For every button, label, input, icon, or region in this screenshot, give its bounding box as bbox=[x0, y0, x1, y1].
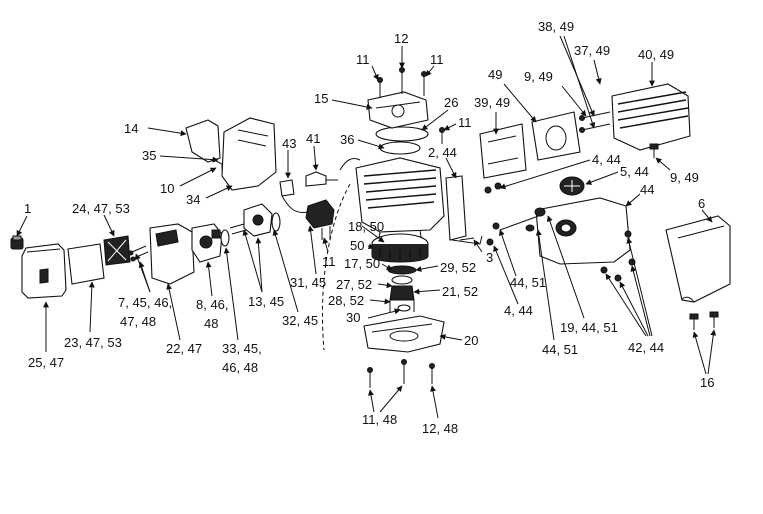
carb-gasket-part bbox=[220, 229, 230, 247]
callout-43: 43 bbox=[282, 136, 296, 151]
callout-10: 10 bbox=[160, 181, 174, 196]
callout-5-44: 5, 44 bbox=[620, 164, 649, 179]
clutch-housing-part bbox=[363, 315, 445, 353]
muffler-bolts-part bbox=[579, 111, 659, 158]
callout-20: 20 bbox=[464, 333, 478, 348]
callout-11-right: 11 bbox=[458, 115, 472, 130]
callout-1: 1 bbox=[24, 201, 31, 216]
callout-30: 30 bbox=[346, 310, 360, 325]
engine-shroud-part bbox=[185, 117, 277, 191]
callout-50: 50 bbox=[350, 238, 364, 253]
leader-lines bbox=[16, 35, 717, 419]
engine-bracket-part bbox=[445, 175, 483, 245]
callout-labels: 1 24, 47, 53 7, 45, 46, 47, 48 22, 47 8,… bbox=[24, 19, 714, 436]
guard-screws-part bbox=[689, 311, 719, 330]
callout-17-50: 17, 50 bbox=[344, 256, 380, 271]
callout-15: 15 bbox=[314, 91, 328, 106]
callout-27-52: 27, 52 bbox=[336, 277, 372, 292]
cylinder-head-cover-part bbox=[367, 91, 429, 129]
callout-35: 35 bbox=[142, 148, 156, 163]
carburetor-part bbox=[191, 223, 223, 263]
callout-38-49: 38, 49 bbox=[538, 19, 574, 34]
callout-37-49: 37, 49 bbox=[574, 43, 610, 58]
callout-28-52: 28, 52 bbox=[328, 293, 364, 308]
callout-31-45: 31, 45 bbox=[290, 275, 326, 290]
callout-36: 36 bbox=[340, 132, 354, 147]
callout-22-47: 22, 47 bbox=[166, 341, 202, 356]
filter-base-part bbox=[149, 223, 195, 285]
primer-bulb-part bbox=[10, 235, 24, 250]
callout-3: 3 bbox=[486, 250, 493, 265]
callout-14: 14 bbox=[124, 121, 138, 136]
callout-48-a: 48 bbox=[204, 316, 218, 331]
callout-32-45: 32, 45 bbox=[282, 313, 318, 328]
callout-13-45: 13, 45 bbox=[248, 294, 284, 309]
callout-7-45-46: 7, 45, 46, bbox=[118, 295, 172, 310]
callout-42-44: 42, 44 bbox=[628, 340, 664, 355]
callout-6: 6 bbox=[698, 196, 705, 211]
callout-33-45: 33, 45, bbox=[222, 341, 262, 356]
callout-44-51-b: 44, 51 bbox=[542, 342, 578, 357]
callout-19-44-51: 19, 44, 51 bbox=[560, 320, 618, 335]
callout-4-44-upper: 4, 44 bbox=[592, 152, 621, 167]
callout-24-47-53: 24, 47, 53 bbox=[72, 201, 130, 216]
muffler-guard-part bbox=[665, 215, 731, 303]
callout-11-mid: 11 bbox=[322, 254, 336, 269]
screw-parts-7 bbox=[128, 245, 149, 262]
callout-18-50: 18, 50 bbox=[348, 219, 384, 234]
callout-44-right: 44 bbox=[640, 182, 654, 197]
callout-12-top: 12 bbox=[394, 31, 408, 46]
spark-plug-boot-part bbox=[279, 179, 295, 197]
head-gaskets-part bbox=[375, 126, 429, 155]
callout-47-48: 47, 48 bbox=[120, 314, 156, 329]
fuel-cap-part bbox=[559, 176, 585, 196]
callout-44-51-a: 44, 51 bbox=[510, 275, 546, 290]
callout-11-top-left: 11 bbox=[356, 52, 370, 67]
callout-26: 26 bbox=[444, 95, 458, 110]
callout-49: 49 bbox=[488, 67, 502, 82]
muffler-baffle-part bbox=[531, 111, 581, 161]
muffler-part bbox=[611, 83, 691, 151]
muffler-plate-part bbox=[479, 123, 527, 179]
callout-11-48: 11, 48 bbox=[362, 412, 397, 427]
intake-adapter-part bbox=[229, 203, 281, 237]
top-bolts-part bbox=[377, 67, 445, 144]
callout-46-48: 46, 48 bbox=[222, 360, 258, 375]
flywheel-part bbox=[371, 233, 429, 263]
callout-40-49: 40, 49 bbox=[638, 47, 674, 62]
callout-12-48: 12, 48 bbox=[422, 421, 458, 436]
callout-11-top-right: 11 bbox=[430, 52, 444, 67]
callout-2-44: 2, 44 bbox=[428, 145, 457, 160]
filter-element-part bbox=[67, 243, 105, 285]
ignition-coil-part bbox=[281, 195, 335, 240]
callout-23-47-53: 23, 47, 53 bbox=[64, 335, 122, 350]
fuel-tank-part bbox=[535, 197, 631, 265]
shaft-dashed-line bbox=[322, 183, 351, 351]
callout-21-52: 21, 52 bbox=[442, 284, 478, 299]
callout-9-49-right: 9, 49 bbox=[670, 170, 699, 185]
callout-25-47: 25, 47 bbox=[28, 355, 64, 370]
air-filter-cover-part bbox=[21, 243, 67, 299]
callout-39-49: 39, 49 bbox=[474, 95, 510, 110]
callout-41: 41 bbox=[306, 131, 320, 146]
clutch-parts-part bbox=[387, 265, 417, 312]
filter-screen-part bbox=[103, 235, 131, 266]
callout-9-49-top: 9, 49 bbox=[524, 69, 553, 84]
callout-16: 16 bbox=[700, 375, 714, 390]
callout-8-46: 8, 46, bbox=[196, 297, 229, 312]
callout-34: 34 bbox=[186, 192, 200, 207]
callout-29-52: 29, 52 bbox=[440, 260, 476, 275]
callout-4-44-lower: 4, 44 bbox=[504, 303, 533, 318]
bottom-bolts-part bbox=[367, 359, 435, 388]
spark-plug-part bbox=[305, 171, 338, 187]
